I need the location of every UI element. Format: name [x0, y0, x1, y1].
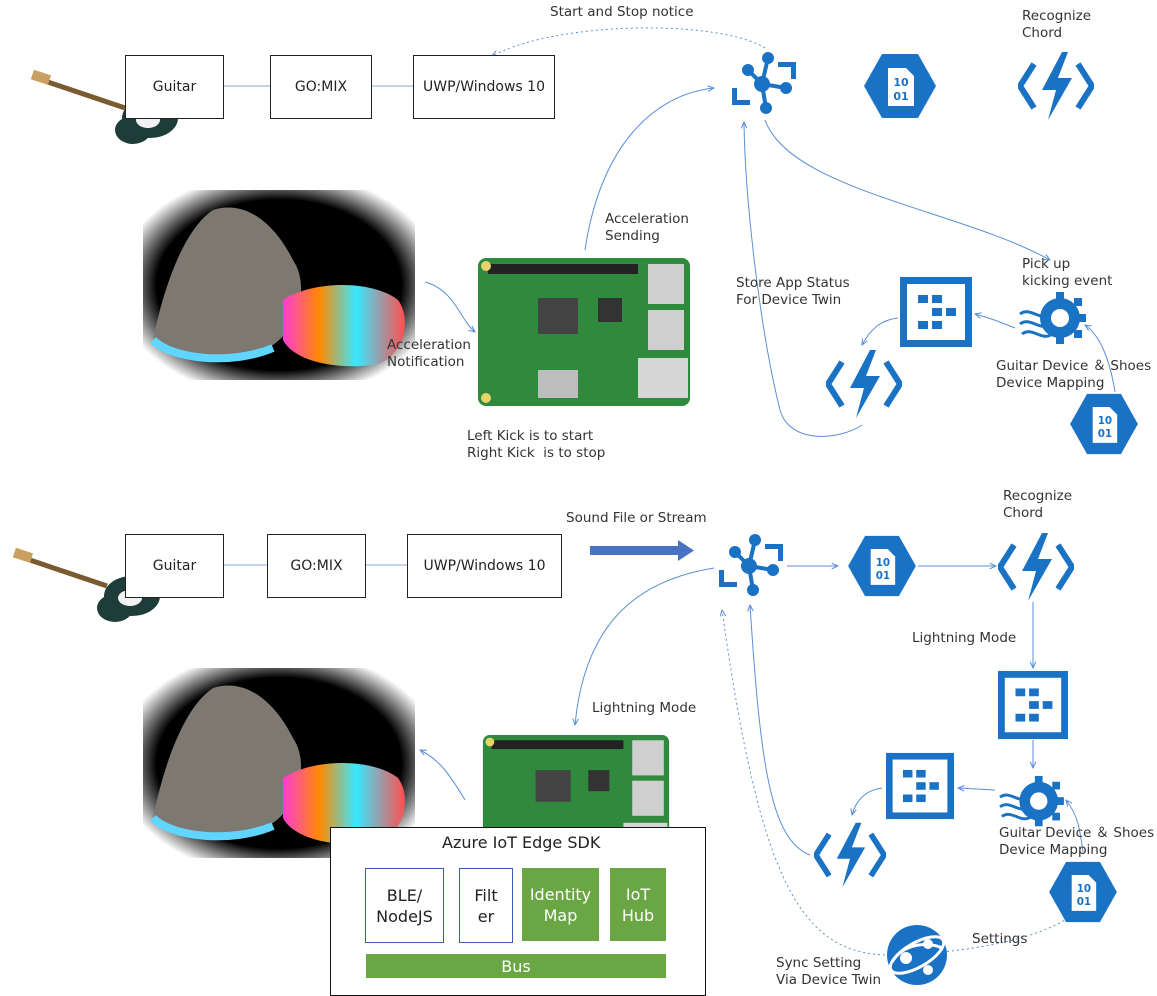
kick-note-label: Left Kick is to start Right Kick is to s…: [467, 428, 606, 461]
lightning-mode-label-right: Lightning Mode: [912, 630, 1017, 646]
svg-text:01: 01: [876, 570, 890, 582]
guitar-box: Guitar: [125, 55, 224, 119]
uwp-box: UWP/Windows 10: [407, 534, 562, 598]
binary-data-icon: 10 01: [1070, 393, 1138, 455]
iot-hub-module: IoT Hub: [610, 868, 666, 941]
gomix-box: GO:MIX: [267, 534, 366, 598]
mapping-label-top: Guitar Device ＆ Shoes Device Mapping: [996, 358, 1152, 391]
event-hub-icon: [886, 752, 954, 820]
raspberry-pi-image: [478, 258, 690, 406]
recognize-chord-label-top: Recognize Chord: [1022, 8, 1092, 41]
filter-module: Filt er: [459, 868, 513, 943]
event-hub-icon: [998, 670, 1068, 740]
azure-function-icon: [1018, 52, 1094, 120]
bus-module: Bus: [366, 954, 666, 978]
azure-function-icon: [814, 822, 886, 888]
led-shoes-image: [143, 190, 415, 380]
sync-setting-label: Sync Setting Via Device Twin: [776, 955, 882, 988]
svg-text:10: 10: [876, 557, 890, 569]
uwp-box: UWP/Windows 10: [413, 55, 555, 119]
azure-function-icon: [826, 350, 902, 418]
guitar-box: Guitar: [125, 534, 224, 598]
acceleration-notification-label: Acceleration Notification: [387, 337, 471, 370]
binary-data-icon: 10 01: [1049, 861, 1117, 923]
sound-stream-arrow: [590, 540, 694, 561]
svg-text:01: 01: [1077, 896, 1091, 908]
stream-analytics-icon: [1019, 292, 1086, 344]
svg-text:01: 01: [893, 90, 908, 103]
identity-map-module: Identity Map: [522, 868, 599, 941]
svg-text:10: 10: [893, 76, 909, 89]
pickup-label: Pick up kicking event: [1022, 256, 1113, 289]
acceleration-sending-label: Acceleration Sending: [605, 211, 689, 244]
binary-data-icon: 10 01: [864, 54, 936, 118]
recognize-chord-label-bottom: Recognize Chord: [1003, 488, 1073, 521]
cosmos-db-icon: [887, 925, 947, 985]
azure-function-icon: [998, 533, 1074, 601]
gomix-box: GO:MIX: [270, 55, 372, 119]
start-stop-label: Start and Stop notice: [550, 4, 694, 20]
sound-stream-label: Sound File or Stream: [566, 510, 707, 526]
svg-text:10: 10: [1077, 883, 1091, 895]
iot-hub-icon: [719, 534, 783, 596]
mapping-label-bottom: Guitar Device ＆ Shoes Device Mapping: [999, 825, 1155, 858]
event-hub-icon: [900, 277, 972, 347]
settings-label: Settings: [972, 931, 1028, 947]
store-status-label: Store App Status For Device Twin: [736, 275, 850, 308]
lightning-mode-label-left: Lightning Mode: [592, 700, 697, 716]
ble-module: BLE/ NodeJS: [365, 868, 444, 943]
edge-sdk-title: Azure IoT Edge SDK: [442, 833, 601, 852]
binary-data-icon: 10 01: [848, 535, 916, 597]
led-shoes-image: [143, 668, 415, 858]
svg-text:10: 10: [1098, 415, 1112, 427]
svg-text:01: 01: [1098, 428, 1112, 440]
iot-hub-icon: [732, 52, 796, 114]
stream-analytics-icon: [999, 775, 1064, 827]
